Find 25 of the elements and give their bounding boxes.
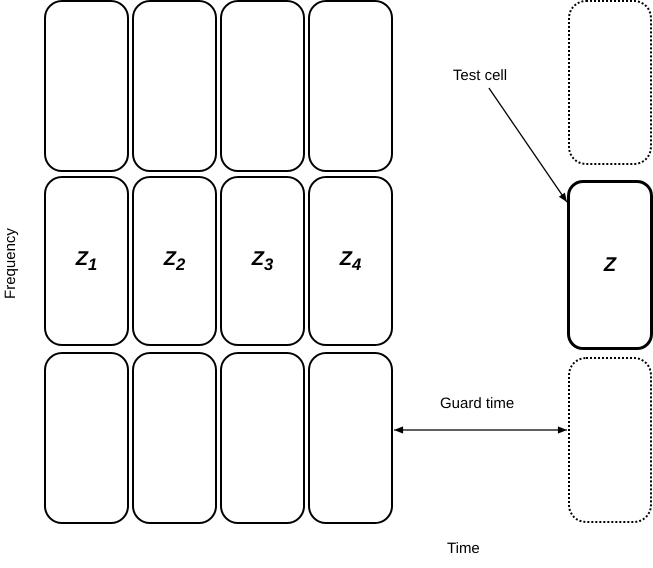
dotted-cell (568, 357, 652, 523)
test-cell (567, 180, 653, 350)
cell-label: Z (604, 254, 616, 276)
cell (44, 0, 129, 172)
cell (220, 176, 305, 346)
cell-label: Z$_{2}$ (164, 248, 186, 274)
cell (44, 176, 129, 346)
cell (132, 0, 217, 172)
cell (308, 176, 393, 346)
leader-arrow (488, 88, 568, 203)
cell (132, 352, 217, 524)
cell (44, 352, 129, 524)
axis-label: Frequency (2, 228, 19, 299)
double-arrow (394, 426, 567, 434)
cell (308, 352, 393, 524)
cell (132, 176, 217, 346)
cell (220, 0, 305, 172)
cell-label: Z$_{1}$ (76, 248, 98, 274)
dotted-cell (568, 0, 652, 165)
cell (220, 352, 305, 524)
callout-label: Test cell (445, 62, 515, 88)
cell-label: Z$_{4}$ (340, 248, 362, 274)
cell (308, 0, 393, 172)
axis-label: Time (447, 540, 480, 557)
cell-label: Z$_{3}$ (252, 248, 274, 274)
